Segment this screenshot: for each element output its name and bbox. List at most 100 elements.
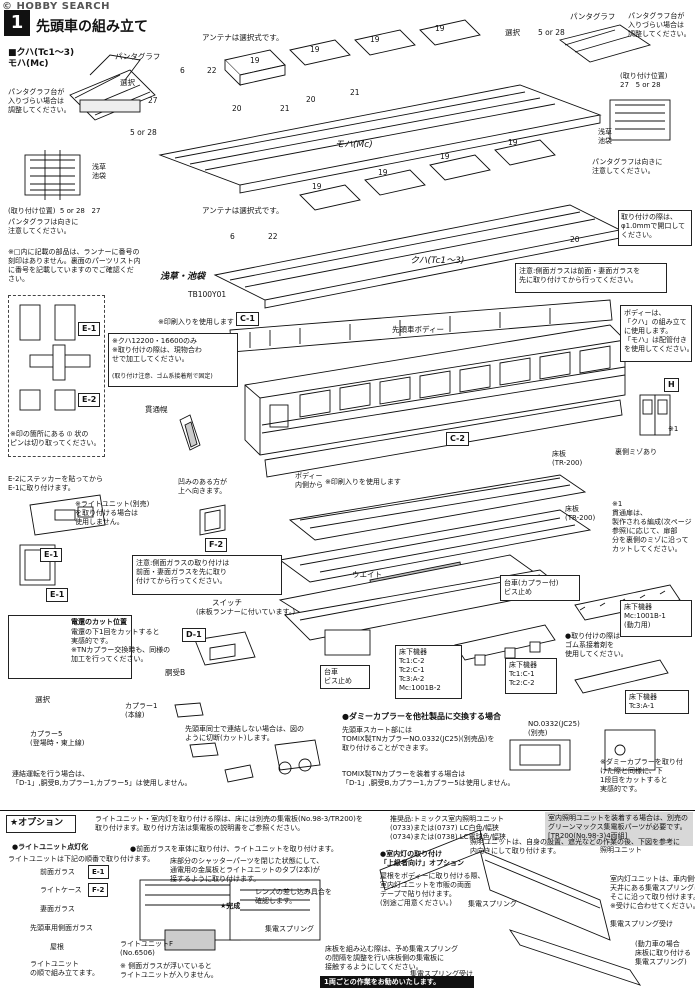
- select-label-left: 選択: [120, 78, 135, 87]
- switch-label: スイッチ: [212, 598, 242, 607]
- body-note-box: ボディーは、 「クハ」の組み立て に使用します。 「モハ」は配管付き を使用して…: [620, 305, 694, 362]
- part-22-top: 22: [207, 66, 217, 75]
- tag-c2: C-2: [446, 432, 469, 446]
- asakusa-ikebukuro-right: 浅草 池袋: [598, 128, 612, 145]
- moha-label: モハ(Mc): [335, 140, 373, 150]
- roof-parts-kuha: [299, 139, 556, 211]
- side-glass-light-note: ※ 側面ガラスが浮いていると ライトユニットが入りません。: [120, 962, 218, 979]
- pantograph-right-drawing: [558, 24, 671, 141]
- part-20-a: 20: [232, 104, 242, 113]
- option-label-box: ★オプション: [6, 815, 76, 833]
- under-mc-label: 床下機器 Mc:1001B-1 (動力用): [624, 603, 666, 629]
- tag-order-e1: E-1: [88, 865, 109, 879]
- tb100-label: TB100Y01: [188, 290, 227, 299]
- hole-note-box: 取り付けの際は、 φ1.0mmで開口して ください。: [618, 210, 692, 246]
- recommend-body: (0733)または(0737) LC白色/幅狭 (0734)または(0738) …: [390, 824, 506, 841]
- part-19-f: 19: [378, 168, 388, 177]
- part-20-b: 20: [306, 95, 316, 104]
- tag-e1c: E-1: [46, 588, 69, 602]
- hole-note: 取り付けの際は、 φ1.0mmで開口して ください。: [621, 213, 686, 239]
- option-divider: [0, 810, 695, 811]
- tag-e1b: E-1: [40, 548, 63, 562]
- moha-roof-drawing: [158, 84, 602, 194]
- part-21-a: 21: [280, 104, 290, 113]
- side-glass-note-box-2: 注意:側面ガラスの取り付けは 前面・妻面ガラスを先に取り 付けてから行ってくださ…: [132, 555, 282, 595]
- order-step-4: 先頭車用側面ガラス: [30, 924, 93, 932]
- order-step-3: 妻面ガラス: [40, 905, 75, 913]
- attach-position-right: (取り付け位置) 27 5 or 28: [620, 72, 668, 89]
- tr200-label-2: 床板 (TR-200): [565, 505, 596, 522]
- asakusa-ikebukuro-left: 浅草 池袋: [92, 163, 106, 180]
- pantograph-left-drawing: [69, 54, 156, 121]
- part-6-top: 6: [180, 66, 185, 75]
- option-interior-drawing: [379, 829, 642, 986]
- light-unit-f-label: ライトユニットF (No.6506): [120, 940, 174, 957]
- attach-position-left: (取り付け位置) 5 or 28 27: [8, 207, 101, 215]
- spring-recv-label: 集電スプリング受け: [610, 920, 673, 928]
- tr200-label-1: 床板 (TR-200): [552, 450, 583, 467]
- option-label: ★オプション: [10, 818, 64, 828]
- part-5or28-right: 5 or 28: [538, 28, 565, 37]
- interior-right-note: 室内照明ユニットを装着する場合は、別売の グリーンマックス集電板パーツが必要です…: [548, 814, 688, 840]
- pantograph-direction-note-right: パンタグラフは向きに 注意してください。: [592, 158, 663, 175]
- bottom-banner: 1両ごとの作業をお勧めいたします。: [320, 976, 474, 988]
- order-step-6: ライトユニット の順で組み立てます。: [30, 960, 99, 977]
- kuha-note-2: (取り付け注意、ゴム系接着剤で固定): [112, 373, 213, 380]
- step-title: 先頭車の組み立て: [36, 19, 148, 35]
- part-5or28-left: 5 or 28: [130, 128, 157, 137]
- order-step-2: ライトケース: [40, 886, 82, 894]
- dummy-coupler-cut-note: ※ダミーカプラーを取り付 けた際と同様に、下 1段目をカットすると 実感的です。: [600, 758, 683, 793]
- side-glass-c2: [264, 399, 623, 478]
- runner-attached-note: (床板ランナーに付いています。): [196, 608, 296, 616]
- back-groove-label: 裏側ミゾあり: [615, 448, 657, 456]
- print-use-note: ※印刷入りを使用します: [158, 318, 234, 326]
- sentou-body-label: 先頭車ボディー: [392, 325, 444, 334]
- ceiling-note: 室内灯ユニットは、車内側側の 天井にある集電スプリングに そこに沿って取り付けま…: [610, 875, 695, 910]
- antenna-select-note-2: アンテナは選択式です。: [202, 206, 284, 215]
- part-19-a: 19: [250, 56, 260, 65]
- tag-e1: E-1: [78, 322, 101, 336]
- under-tc-small-box: 床下機器 Tc1:C-1 Tc2:C-2: [505, 658, 557, 694]
- lighting-unit-label: 照明ユニット: [600, 846, 642, 854]
- dougyo-b-label: 胴受B: [165, 668, 186, 677]
- part-21-b: 21: [350, 88, 360, 97]
- e2-sticker-note: E-2にステッカーを貼ってから E-1に取り付けます。: [8, 475, 104, 492]
- side-glass-note-2: 注意:側面ガラスの取り付けは 前面・妻面ガラスを先に取り 付けてから行ってくださ…: [136, 559, 230, 585]
- daisha-coupler-label: 台車(カプラー付) ビス止め: [504, 579, 559, 596]
- e-parts-drawing: [19, 304, 91, 411]
- tag-h: H: [664, 378, 679, 392]
- roof-parts-moha: [224, 19, 481, 87]
- body-inner-note: ボディー 内側から: [295, 472, 323, 489]
- order-step-1: 前面ガラス: [40, 868, 75, 876]
- pantograph-adjust-note-right: パンタグラフ台が 入りづらい場合は 調整してください。: [628, 12, 691, 38]
- kantsuhoro-label: 貫通幌: [145, 405, 168, 414]
- e-parts-frame: [8, 295, 105, 457]
- coupler1-label: カプラー1 (本線): [125, 702, 158, 719]
- f2-part-drawing: [199, 504, 226, 536]
- dummy-coupler-drawing: [509, 729, 656, 771]
- part-19-e: 19: [312, 182, 322, 191]
- kuha-note: ※クハ12200・16600のみ ※取り付けの際は、現物合わ せで加工してくださ…: [112, 337, 202, 363]
- front-glass-note: ●前面ガラスを車体に取り付け、ライトユニットを取り付けます。: [130, 845, 338, 853]
- side-glass-note-box-1: 注意:側面ガラスは前面・妻面ガラスを 先に取り付けてから行ってください。: [515, 263, 667, 293]
- kuha-note-box: ※クハ12200・16600のみ ※取り付けの際は、現物合わ せで加工してくださ…: [108, 333, 238, 387]
- interior-right-box: 室内照明ユニットを装着する場合は、別売の グリーンマックス集電板パーツが必要です…: [545, 812, 693, 846]
- tag-f2: F-2: [205, 538, 228, 552]
- dummy-coupler-title: ●ダミーカプラーを他社製品に交換する場合: [342, 712, 501, 721]
- lens-note: レンズの差し込み具合を 確認します。: [255, 888, 332, 905]
- side-glass-note-1: 注意:側面ガラスは前面・妻面ガラスを 先に取り付けてから行ってください。: [519, 267, 641, 284]
- print-use-note-2: ※印刷入りを使用します: [325, 478, 401, 486]
- part-19-h: 19: [508, 138, 518, 147]
- coupler-drawing: [174, 631, 321, 783]
- pantograph-label-left: パンタグラフ: [115, 52, 161, 61]
- car-body-drawing: [244, 324, 626, 456]
- no0332-label: NO.0332(JC25) (別売): [528, 720, 580, 737]
- antenna-select-note-1: アンテナは選択式です。: [202, 33, 284, 42]
- part-22-bottom: 22: [268, 232, 278, 241]
- order-step-5: 屋根: [50, 943, 64, 951]
- coupler-cut-note: 先頭車同士で連結しない場合は、図の ように切断(カット)します。: [185, 725, 304, 742]
- select-label-right: 選択: [505, 28, 520, 37]
- tag-e2: E-2: [78, 393, 101, 407]
- part-6-bottom: 6: [230, 232, 235, 241]
- runner-number-note: ※□内に記載の部品は、ランナーに番号の 刻印はありません。裏面のパーツリスト内 …: [8, 248, 141, 283]
